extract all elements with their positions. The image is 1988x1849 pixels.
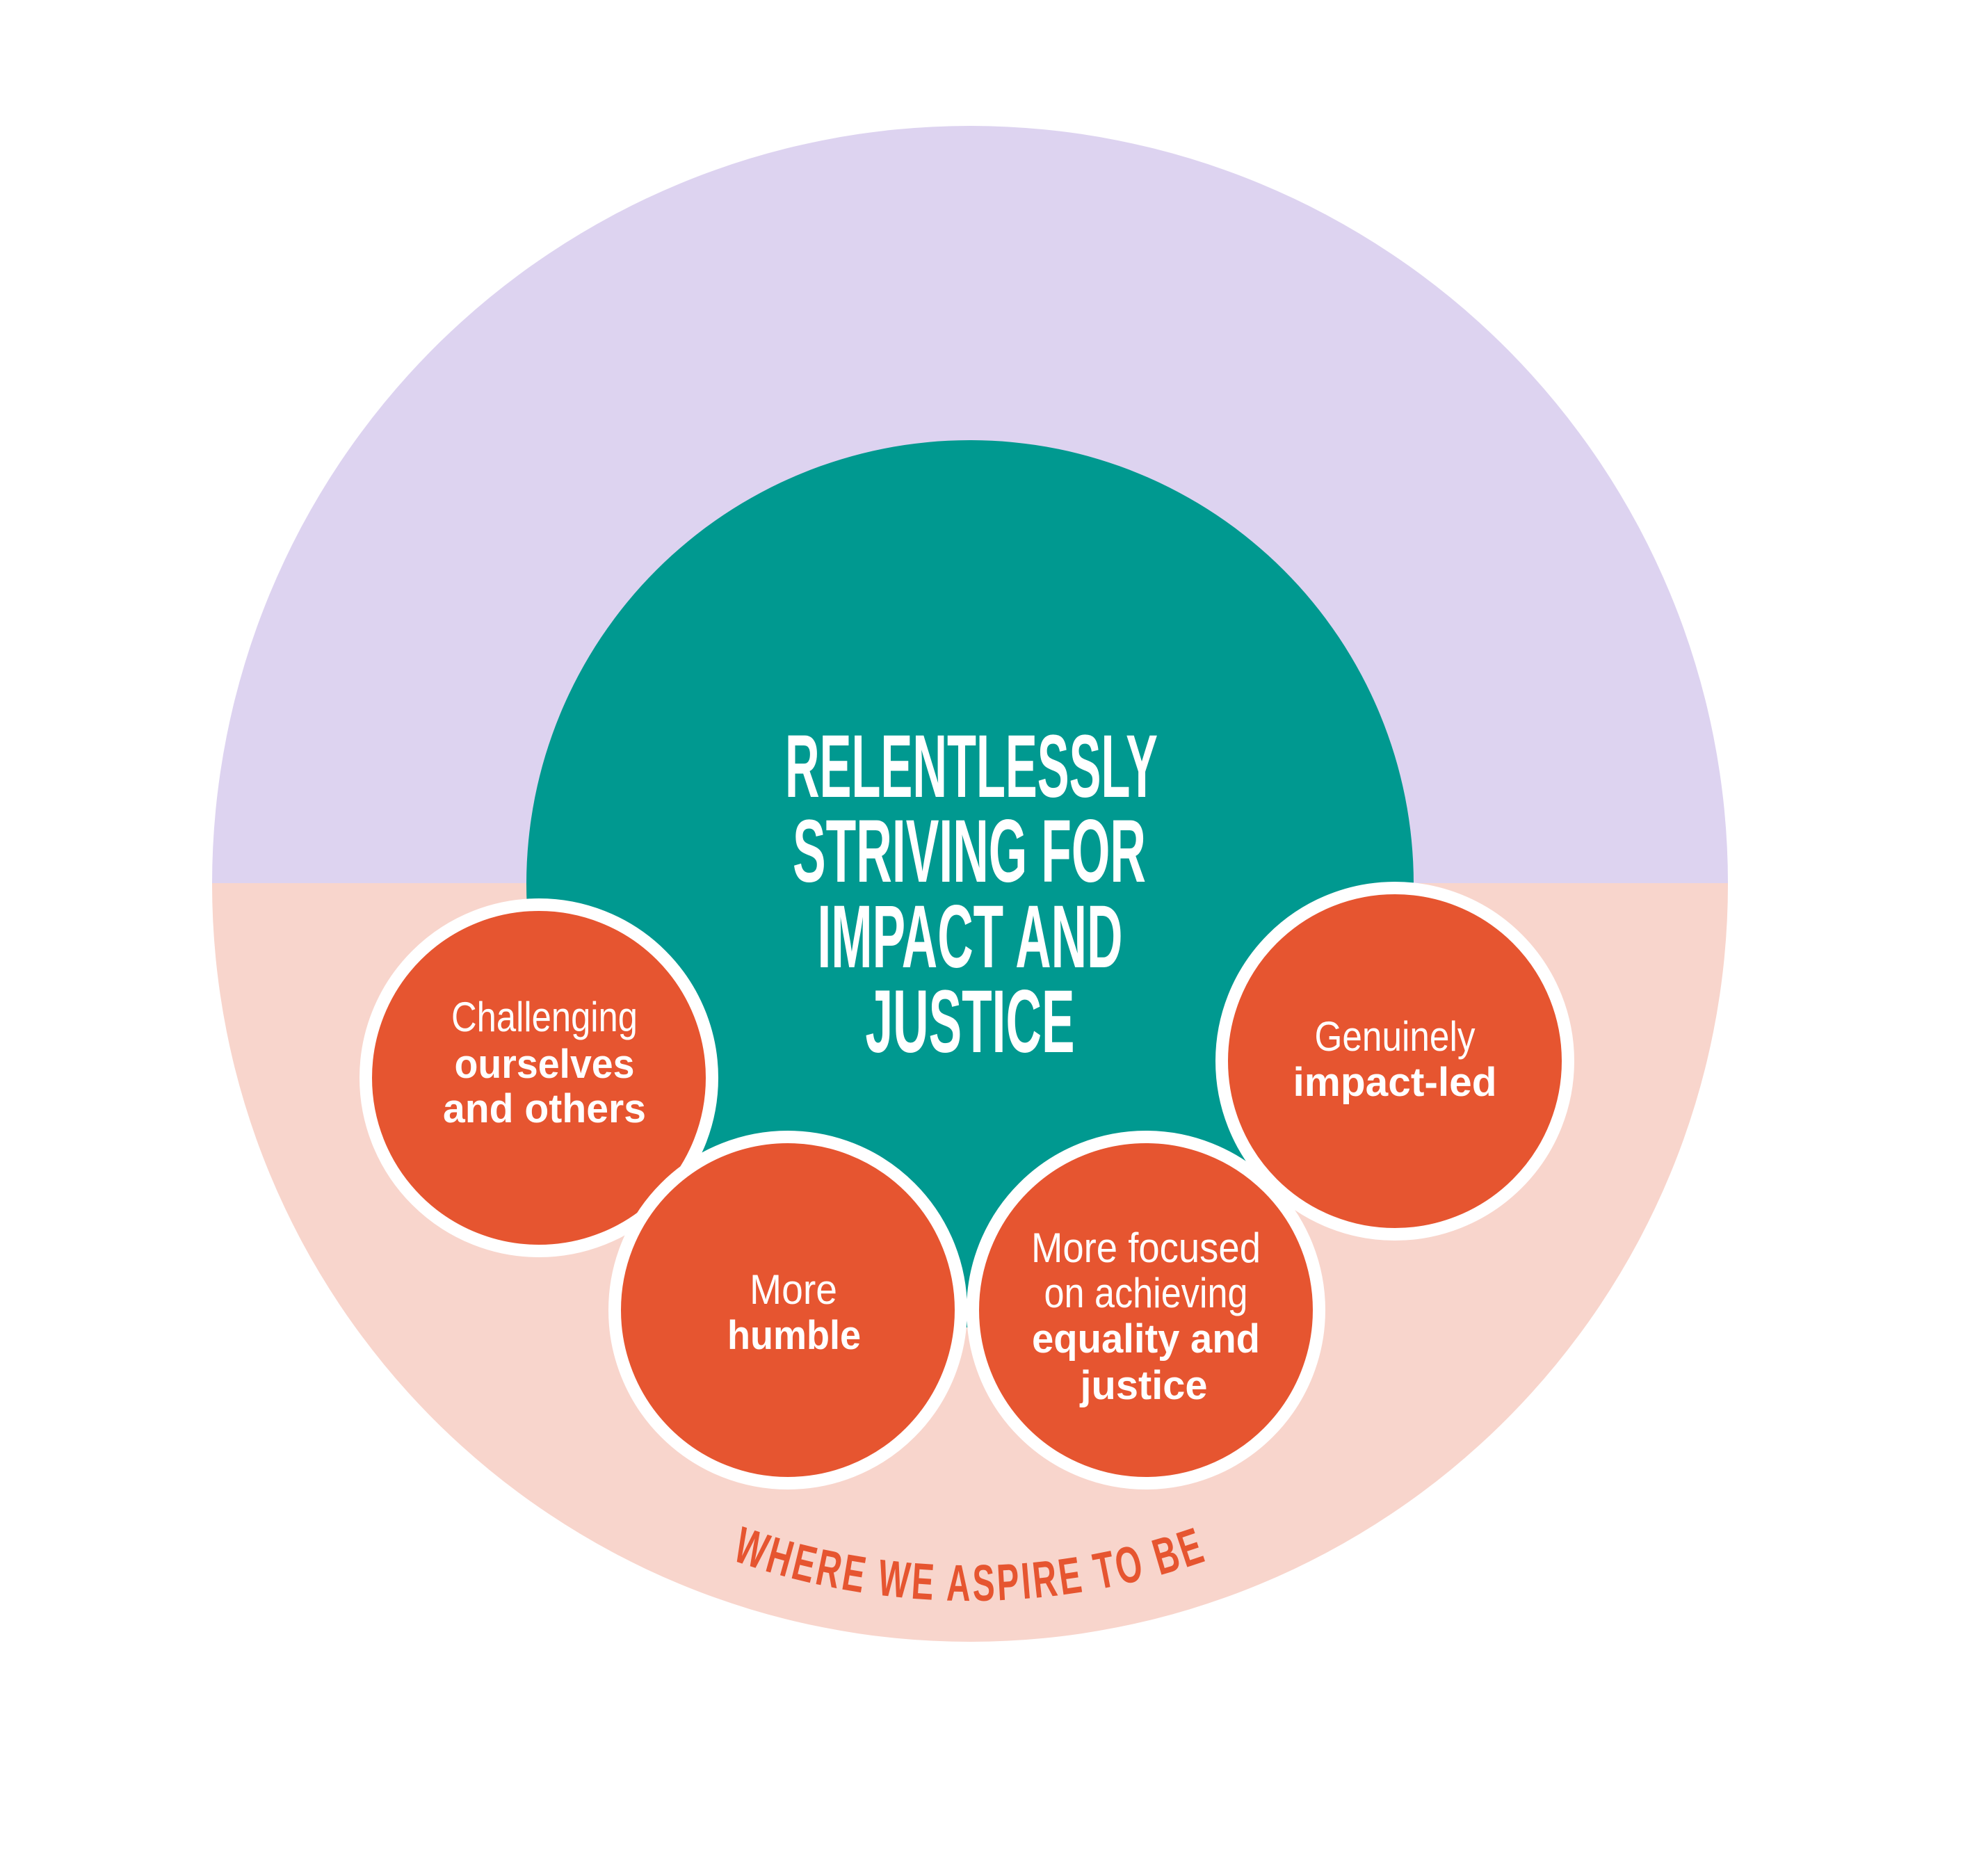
bubble-equality-justice: More focused on achieving equality and j…	[967, 1131, 1325, 1489]
bubble-humble: More humble	[608, 1131, 967, 1489]
bubble-impact-led-line-1: Genuinely	[1315, 1013, 1476, 1060]
bubble-challenging-line-3: and others	[443, 1086, 646, 1131]
bubble-equality-justice-line-1: More focused	[1031, 1225, 1261, 1271]
bubble-humble-border	[608, 1131, 967, 1489]
bubble-equality-justice-disc	[973, 1137, 1319, 1483]
core-title-line-4: JUSTICE	[866, 972, 1075, 1072]
bubble-humble-line-2: humble	[727, 1313, 861, 1358]
bubble-challenging-line-2: ourselves	[455, 1042, 635, 1087]
bubble-equality-justice-border	[967, 1131, 1325, 1489]
bubble-equality-justice-line-2: on achieving	[1044, 1270, 1248, 1316]
bubble-impact-led-disc	[1222, 888, 1568, 1234]
bubble-impact-led: Genuinely impact-led	[1215, 882, 1574, 1241]
bubble-humble-line-1: More	[750, 1266, 837, 1313]
core-title-line-3: IMPACT AND	[818, 887, 1123, 987]
bubble-equality-justice-line-4: justice	[1080, 1363, 1208, 1408]
core-title-line-1: RELENTLESSLY	[785, 717, 1158, 816]
bubble-equality-justice-line-3: equality and	[1032, 1316, 1260, 1362]
bubble-challenging: Challenging ourselves and others	[359, 898, 718, 1257]
bubble-impact-led-line-2: impact-led	[1293, 1060, 1497, 1105]
bubble-humble-disc	[615, 1137, 961, 1483]
core-title: RELENTLESSLY STRIVING FOR IMPACT AND JUS…	[785, 717, 1158, 1072]
bubble-impact-led-border	[1215, 882, 1574, 1241]
core-circle	[526, 440, 1414, 1327]
bubble-challenging-disc	[366, 905, 712, 1251]
core-title-line-2: STRIVING FOR	[793, 802, 1146, 901]
bubble-challenging-border	[359, 898, 718, 1257]
bubble-challenging-line-1: Challenging	[451, 994, 638, 1040]
